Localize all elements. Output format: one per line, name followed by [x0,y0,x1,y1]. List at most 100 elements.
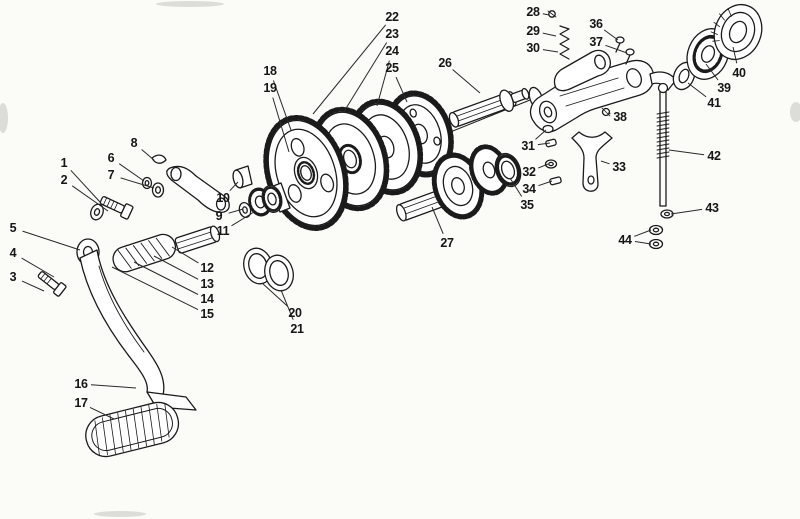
gear-hub-bush [261,182,291,213]
leader-line-28 [542,13,550,16]
callout-14: 14 [200,291,214,306]
callout-29: 29 [526,23,540,38]
lockwasher-clip [141,154,167,198]
leader-line-17 [89,406,115,420]
pawl-arm [553,49,612,92]
callout-4: 4 [9,245,17,260]
callout-5: 5 [9,220,17,235]
end-cap [710,3,763,61]
callout-33: 33 [612,159,626,174]
pivot-bolt [37,271,67,297]
clamp-bolt [99,196,134,220]
leader-line-22 [312,24,387,115]
spring-rod [656,82,670,207]
leader-line-41 [687,82,707,98]
leader-line-6 [118,163,145,182]
callout-12: 12 [200,260,214,275]
housing-bolt [601,107,611,117]
callout-18: 18 [263,63,277,78]
callout-27: 27 [440,235,454,250]
spring-washer [90,203,104,221]
callout-3: 3 [9,269,17,284]
callout-17: 17 [74,395,88,410]
callout-34: 34 [522,181,536,196]
return-spring [112,233,177,273]
kickstart-ratchet-housing [529,59,655,133]
leader-line-33 [600,160,610,165]
adjuster-screws [615,36,635,65]
leader-line-36 [603,29,619,41]
leader-line-34 [538,180,553,187]
leader-line-37 [605,44,628,54]
callout-23: 23 [385,26,399,41]
leader-line-4 [21,257,55,278]
callout-28: 28 [526,4,540,19]
needle-bearing [494,152,522,188]
leader-line-18 [272,80,292,131]
leader-line-39 [705,63,719,81]
ratchet-lever [166,165,230,214]
callout-1: 1 [60,155,68,170]
callout-36: 36 [589,16,603,31]
callout-16: 16 [74,376,88,391]
callout-31: 31 [521,138,535,153]
leader-line-12 [171,246,199,264]
gear-cluster-27a [431,152,485,220]
callout-41: 41 [707,95,721,110]
leader-line-31 [537,142,551,146]
leader-line-40 [732,46,738,64]
leader-line-44 [634,229,652,237]
callout-42: 42 [707,148,721,163]
leader-line-10 [229,181,239,192]
callout-43: 43 [705,200,719,215]
output-shaft-splined [448,87,530,128]
callout-6: 6 [107,150,115,165]
leader-line-9 [228,208,244,214]
callout-2: 2 [60,172,68,187]
callout-7: 7 [107,167,115,182]
leader-line-42 [668,149,705,156]
leader-line-5 [22,230,81,251]
callout-40: 40 [732,65,746,80]
leader-line-21 [280,289,294,320]
selector-fork [571,131,613,192]
callout-10: 10 [216,190,230,205]
leader-line-29 [542,32,557,37]
leader-line-31 [535,129,547,140]
leader-line-30 [542,49,559,53]
callout-37: 37 [589,34,603,49]
callout-25: 25 [385,60,399,75]
callout-39: 39 [717,80,731,95]
callout-22: 22 [385,9,399,24]
callout-44: 44 [618,232,632,247]
callout-9: 9 [215,208,223,223]
callout-11: 11 [216,223,230,238]
leader-line-3 [21,280,45,292]
callout-20: 20 [288,305,302,320]
leader-line-32 [538,163,549,169]
spring-anchor-bolt [547,10,557,18]
callout-26: 26 [438,55,452,70]
leader-line-11 [231,211,255,227]
leader-line-15 [111,266,199,311]
leader-line-24 [376,60,390,107]
leader-line-16 [90,384,137,389]
callout-38: 38 [613,109,627,124]
kickstart-shaft-splined-end [174,225,221,254]
leader-line-1 [70,169,101,203]
callout-24: 24 [385,43,399,58]
leader-line-26 [452,69,481,94]
leader-line-20 [261,282,288,307]
leader-line-25 [395,76,408,103]
leader-line-14 [133,261,199,295]
pawl-spring [559,25,570,60]
leader-line-27 [431,206,444,234]
leader-line-38 [607,112,611,115]
callout-32: 32 [522,164,536,179]
leader-line-44 [634,241,652,245]
leader-line-23 [344,42,388,111]
